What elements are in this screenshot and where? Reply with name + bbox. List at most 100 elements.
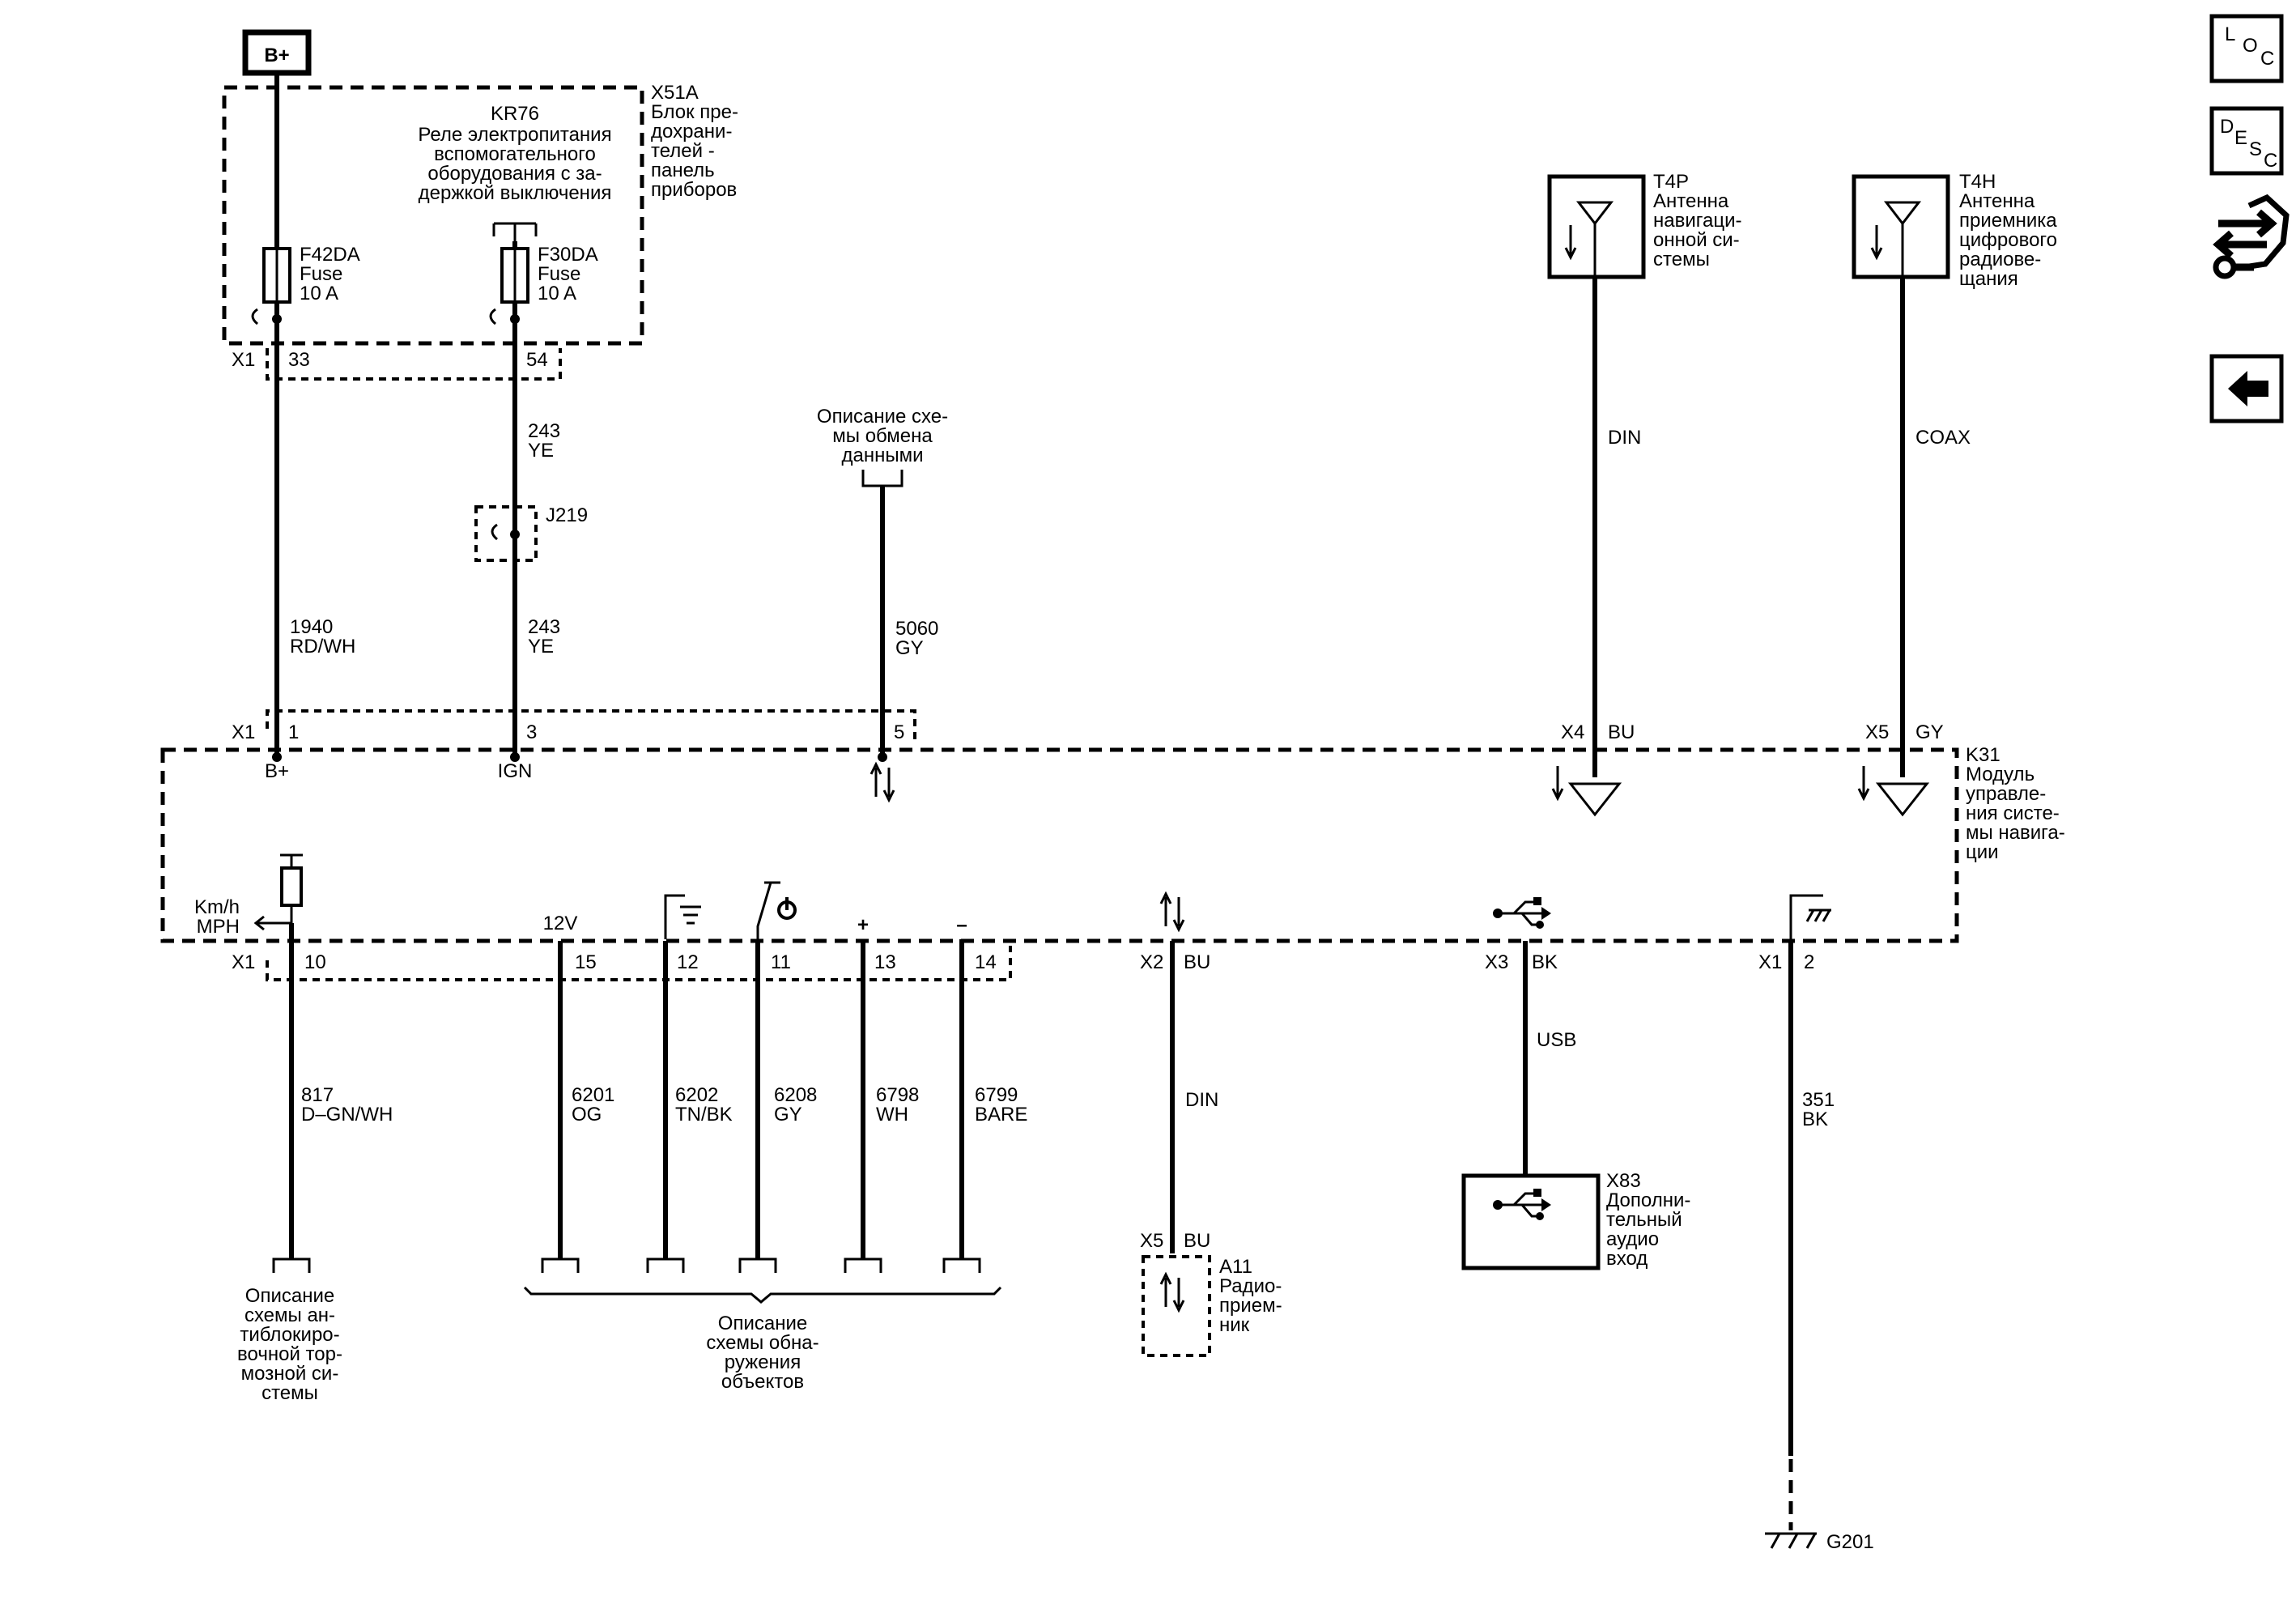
wire-6208-circuit: 6208 [774, 1084, 817, 1106]
desc-letter-d: D [2220, 116, 2234, 138]
antenna-nav-name-3: онной си- [1653, 229, 1740, 251]
fuse-block-name-1: Блок пре- [651, 101, 738, 123]
data-bus-circuit: 5060 [895, 618, 938, 640]
radio-data-symbol [1159, 891, 1185, 933]
wire-6798-color: WH [876, 1104, 908, 1126]
radio-cable: DIN [1185, 1089, 1218, 1111]
relay-name-4: держкой выключения [419, 182, 612, 204]
wire-817: 817 D–GN/WH Описание схемы ан- тиблокиро… [237, 923, 393, 1404]
desc-button[interactable]: D E S C [2209, 106, 2284, 176]
ground-color: BK [1802, 1108, 1828, 1130]
abs-desc-2: схемы ан- [244, 1304, 335, 1326]
module-ref: K31 [1966, 744, 2000, 766]
module-bplus-label: B+ [265, 760, 289, 782]
module-pin-14: 14 [975, 951, 997, 973]
module-top-connector: X1 [232, 721, 255, 743]
data-bus-desc-2: мы обмена [832, 425, 933, 447]
antenna-radio-ref: T4H [1959, 171, 1996, 193]
wire-243a-color: YE [528, 440, 554, 462]
wire-6208-color: GY [774, 1104, 802, 1126]
speed-label-kmh: Km/h [194, 896, 240, 918]
fuse1-ref: F42DA [300, 244, 360, 266]
abs-desc-1: Описание [245, 1285, 334, 1307]
abs-desc-4: вочной тор- [237, 1343, 342, 1365]
usb-cable: USB [1537, 1029, 1576, 1051]
data-bus: Описание схе- мы обмена данными 5060 GY [817, 406, 948, 757]
antenna-nav-cable: DIN [1608, 427, 1641, 449]
wire-1940-circuit: 1940 [290, 616, 333, 638]
module-name-5: ции [1966, 841, 1999, 863]
wire-6201-color: OG [572, 1104, 602, 1126]
bplus-label: B+ [264, 45, 289, 66]
splice-j219: J219 [474, 504, 588, 562]
data-bus-desc-1: Описание схе- [817, 406, 948, 428]
data-bus-desc-3: данными [841, 445, 923, 466]
module-bottom-connector: X1 [232, 951, 255, 973]
loc-button[interactable]: L O C [2209, 14, 2284, 83]
ignition-switch-symbol [756, 881, 797, 941]
antenna-nav-connector: X4 [1561, 721, 1584, 743]
module-pin-3: 3 [526, 721, 537, 743]
loc-letter-l: L [2225, 23, 2235, 45]
twelve-v-label: 12V [543, 913, 578, 934]
antenna-radio-name-3: цифрового [1959, 229, 2057, 251]
module-pin-12: 12 [677, 951, 699, 973]
speed-output-symbol: Km/h MPH [194, 853, 303, 938]
module-x3: X3 [1485, 951, 1508, 973]
back-button[interactable] [2209, 354, 2284, 423]
object-desc-2: схемы обна- [706, 1332, 818, 1354]
usb-name-1: Дополни- [1606, 1189, 1690, 1211]
back-arrow-icon [2228, 371, 2268, 406]
fuse2-type: Fuse [538, 263, 580, 285]
usb-name-3: аудио [1606, 1228, 1659, 1250]
connector-view-icon[interactable] [2213, 194, 2290, 279]
abs-desc-3: тиблокиро- [240, 1324, 339, 1346]
radio-name-1: Радио- [1219, 1275, 1282, 1297]
module-k31: X1 1 3 5 B+ IGN K31 Модуль управле- ния … [160, 709, 2065, 981]
object-desc-3: ружения [725, 1351, 801, 1373]
antenna-radio-name-4: радиове- [1959, 249, 2041, 270]
module-name-4: мы навига- [1966, 822, 2065, 844]
fuse-block: X51A Блок пре- дохрани- телей - панель п… [222, 82, 738, 346]
radio-ref: A11 [1219, 1256, 1252, 1278]
fuse2-ref: F30DA [538, 244, 598, 266]
antenna-nav: T4P Антенна навигаци- онной си- стемы DI… [1547, 171, 1741, 817]
module-ign-label: IGN [498, 760, 533, 782]
wire-6202-color: TN/BK [675, 1104, 733, 1126]
module-pin-15: 15 [575, 951, 597, 973]
antenna-nav-name-2: навигаци- [1653, 210, 1741, 232]
wire-6798-circuit: 6798 [876, 1084, 919, 1106]
fuse1-rating: 10 A [300, 283, 338, 304]
antenna-radio-cable: COAX [1915, 427, 1971, 449]
ground-g201: 351 BK G201 [1765, 941, 1874, 1553]
fuse-block-name-3: телей - [651, 140, 715, 162]
desc-letter-s: S [2249, 138, 2262, 160]
wire-817-circuit: 817 [301, 1084, 334, 1106]
fuse1-type: Fuse [300, 263, 342, 285]
usb-icon [1493, 897, 1551, 929]
radio-connector: X5 [1140, 1230, 1163, 1252]
usb-ref: X83 [1606, 1170, 1641, 1192]
abs-desc-6: стемы [261, 1382, 318, 1404]
wire-243a-circuit: 243 [528, 420, 560, 442]
module-pin-13: 13 [874, 951, 896, 973]
fuse-block-name-2: дохрани- [651, 121, 732, 143]
wire-817-color: D–GN/WH [301, 1104, 393, 1126]
antenna-radio-color: GY [1915, 721, 1944, 743]
module-x3-color: BK [1532, 951, 1558, 973]
fuse2-rating: 10 A [538, 283, 576, 304]
antenna-nav-ref: T4P [1653, 171, 1689, 193]
antenna-nav-name-4: стемы [1653, 249, 1710, 270]
antenna-radio: T4H Антенна приемника цифрового радиове-… [1852, 171, 2057, 817]
speed-label-mph: MPH [197, 916, 240, 938]
fuse-block-name-5: приборов [651, 179, 737, 201]
object-desc-4: объектов [721, 1371, 804, 1393]
module-x2-color: BU [1184, 951, 1210, 973]
loc-letter-c: C [2260, 48, 2274, 70]
fuse-block-name-4: панель [651, 160, 715, 181]
chassis-ground-symbol [1789, 894, 1831, 941]
fuse-block-ref: X51A [651, 82, 699, 104]
fuse-connector-ref: X1 [232, 349, 255, 371]
module-pin-1: 1 [288, 721, 299, 743]
desc-letter-e: E [2234, 127, 2247, 149]
